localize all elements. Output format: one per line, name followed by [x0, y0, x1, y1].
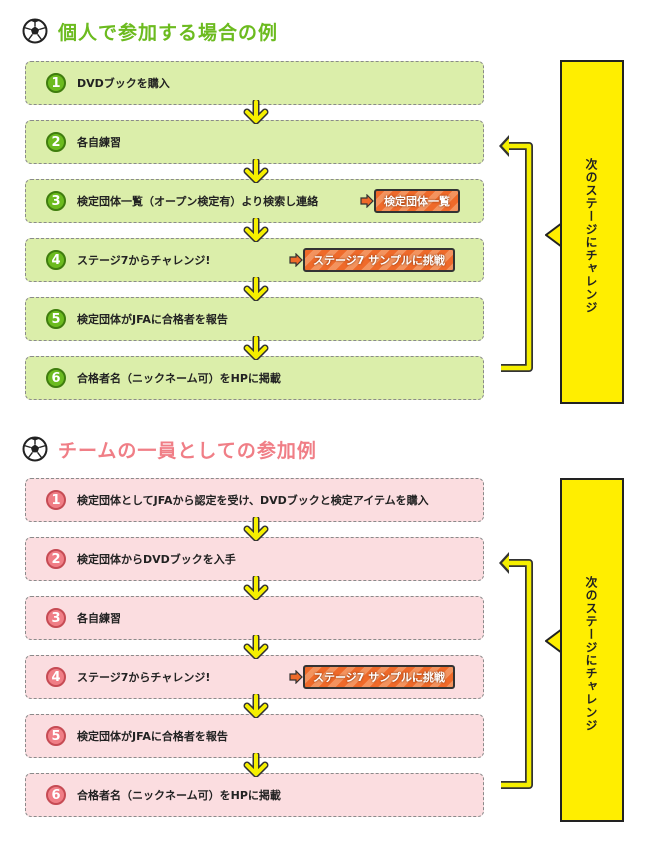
- section2-step-6: 6 合格者名（ニックネーム可）をHPに掲載: [25, 773, 484, 817]
- step-label: 合格者名（ニックネーム可）をHPに掲載: [77, 372, 281, 385]
- section-title-text: チームの一員としての参加例: [58, 439, 317, 462]
- section1-step-1: 1 DVDブックを購入: [25, 61, 484, 105]
- right-arrow-icon: [360, 194, 374, 208]
- section-title-text: 個人で参加する場合の例: [58, 21, 279, 44]
- step-label: 検定団体からDVDブックを入手: [77, 553, 236, 566]
- step-number: 4: [46, 667, 66, 687]
- organization-list-link[interactable]: 検定団体一覧: [360, 189, 460, 213]
- step-label: 各自練習: [77, 612, 121, 625]
- stage7-sample-link[interactable]: ステージ7 サンプルに挑戦: [289, 665, 455, 689]
- section1-step-6: 6 合格者名（ニックネーム可）をHPに掲載: [25, 356, 484, 400]
- down-arrow-icon: [243, 336, 269, 360]
- section1-step-4: 4 ステージ7からチャレンジ! ステージ7 サンプルに挑戦: [25, 238, 484, 282]
- next-stage-label: 次のステージにチャレンジ: [584, 576, 598, 732]
- stage7-sample-link[interactable]: ステージ7 サンプルに挑戦: [289, 248, 455, 272]
- organization-list-button-label: 検定団体一覧: [374, 189, 460, 213]
- section2-step-5: 5 検定団体がJFAに合格者を報告: [25, 714, 484, 758]
- soccer-ball-icon: [22, 436, 48, 462]
- step-label: 各自練習: [77, 136, 121, 149]
- step-number: 6: [46, 785, 66, 805]
- step-label: DVDブックを購入: [77, 77, 170, 90]
- section2-step-4: 4 ステージ7からチャレンジ! ステージ7 サンプルに挑戦: [25, 655, 484, 699]
- callout-pointer: [545, 628, 563, 654]
- step-number: 1: [46, 73, 66, 93]
- step-number: 2: [46, 549, 66, 569]
- step-label: 検定団体としてJFAから認定を受け、DVDブックと検定アイテムを購入: [77, 494, 429, 507]
- down-arrow-icon: [243, 100, 269, 124]
- down-arrow-icon: [243, 218, 269, 242]
- down-arrow-icon: [243, 159, 269, 183]
- down-arrow-icon: [243, 517, 269, 541]
- loop-back-arrow-icon: [499, 135, 533, 372]
- soccer-ball-icon: [22, 18, 48, 44]
- next-stage-callout: [560, 60, 624, 404]
- step-number: 3: [46, 608, 66, 628]
- section2-step-3: 3 各自練習: [25, 596, 484, 640]
- section2-step-1: 1 検定団体としてJFAから認定を受け、DVDブックと検定アイテムを購入: [25, 478, 484, 522]
- right-arrow-icon: [289, 253, 303, 267]
- section-title-individual: 個人で参加する場合の例: [22, 16, 278, 46]
- section1-step-3: 3 検定団体一覧（オープン検定有）より検索し連絡 検定団体一覧: [25, 179, 484, 223]
- right-arrow-icon: [289, 670, 303, 684]
- step-label: ステージ7からチャレンジ!: [77, 671, 211, 684]
- step-number: 1: [46, 490, 66, 510]
- callout-pointer: [545, 222, 563, 248]
- step-number: 2: [46, 132, 66, 152]
- step-number: 5: [46, 726, 66, 746]
- down-arrow-icon: [243, 694, 269, 718]
- next-stage-callout: [560, 478, 624, 822]
- section1-step-5: 5 検定団体がJFAに合格者を報告: [25, 297, 484, 341]
- step-label: 検定団体がJFAに合格者を報告: [77, 730, 228, 743]
- step-label: 合格者名（ニックネーム可）をHPに掲載: [77, 789, 281, 802]
- down-arrow-icon: [243, 576, 269, 600]
- step-number: 5: [46, 309, 66, 329]
- down-arrow-icon: [243, 635, 269, 659]
- step-label: 検定団体がJFAに合格者を報告: [77, 313, 228, 326]
- down-arrow-icon: [243, 753, 269, 777]
- stage7-sample-button-label: ステージ7 サンプルに挑戦: [303, 248, 455, 272]
- section-title-team: チームの一員としての参加例: [22, 434, 317, 464]
- section2-step-2: 2 検定団体からDVDブックを入手: [25, 537, 484, 581]
- loop-back-arrow-icon: [499, 552, 533, 789]
- next-stage-label: 次のステージにチャレンジ: [584, 158, 598, 314]
- section1-step-2: 2 各自練習: [25, 120, 484, 164]
- step-label: 検定団体一覧（オープン検定有）より検索し連絡: [77, 195, 319, 208]
- step-number: 4: [46, 250, 66, 270]
- down-arrow-icon: [243, 277, 269, 301]
- step-number: 6: [46, 368, 66, 388]
- stage7-sample-button-label: ステージ7 サンプルに挑戦: [303, 665, 455, 689]
- step-number: 3: [46, 191, 66, 211]
- step-label: ステージ7からチャレンジ!: [77, 254, 211, 267]
